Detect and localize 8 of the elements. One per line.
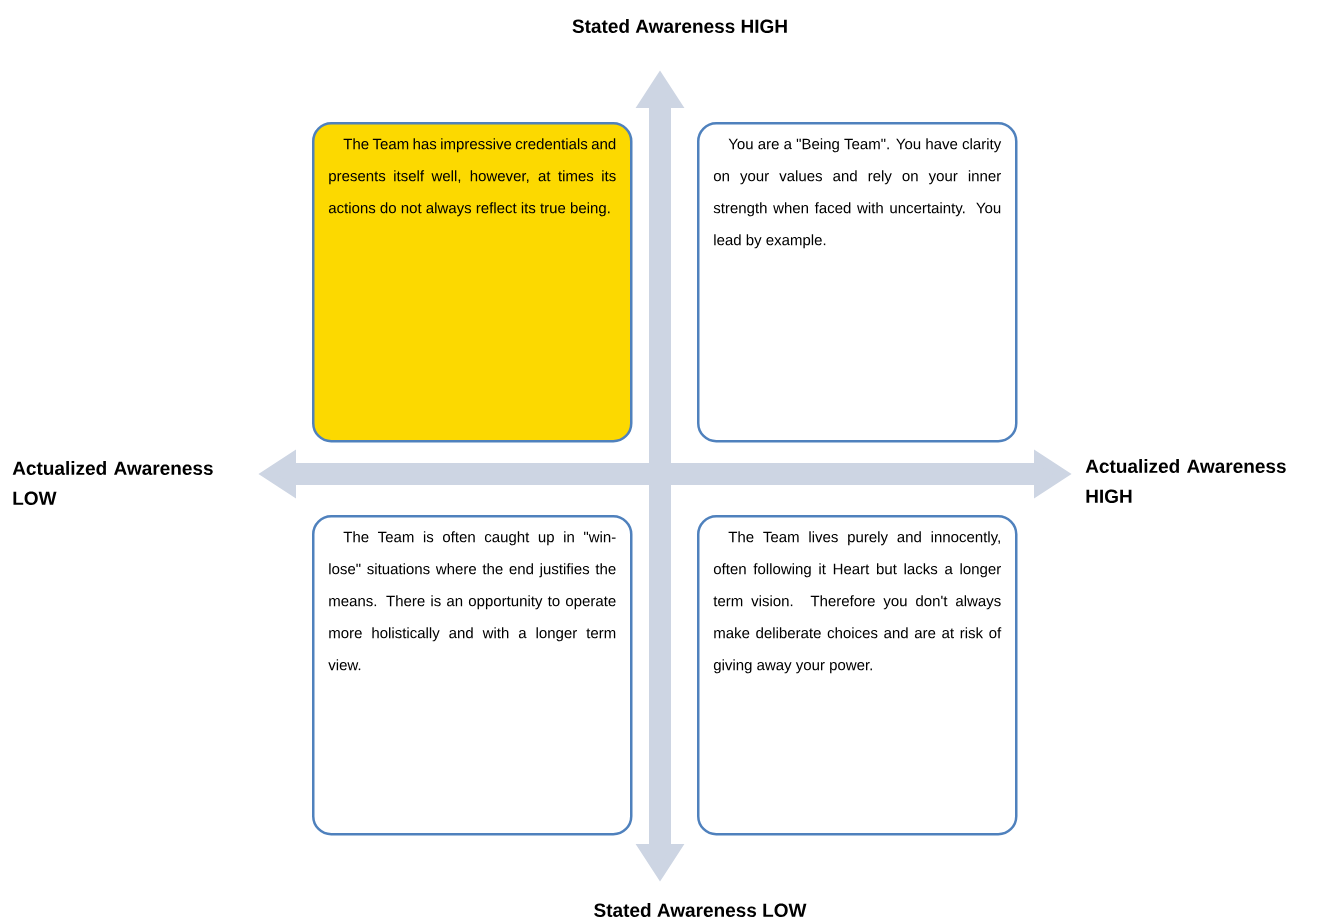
axis-label: Stated Awareness LOW (594, 903, 807, 917)
text-box: You are a "Being Team". You have clarity on your values and rely on your inner strength when faced with uncertainty. You lead by example. (697, 122, 1018, 443)
text-box: The Team is often caught up in "win-lose" situations where the end justifies the means. There is an opportunity to operate more holistically and with a longer term view. (312, 515, 633, 836)
axis-label: Actualized Awareness LOW (12, 461, 213, 505)
text-box: The Team lives purely and innocently, often following it Heart but lacks a longer term vision. Therefore you don't always make deliberate choices and are at risk of giving away your power. (697, 515, 1018, 836)
axis-label: Stated Awareness HIGH (572, 19, 787, 33)
text-box: The Team has impressive credentials and presents itself well, however, at times its actions do not always reflect its true being. (312, 122, 633, 443)
axis-label: Actualized Awareness HIGH (1085, 459, 1286, 503)
